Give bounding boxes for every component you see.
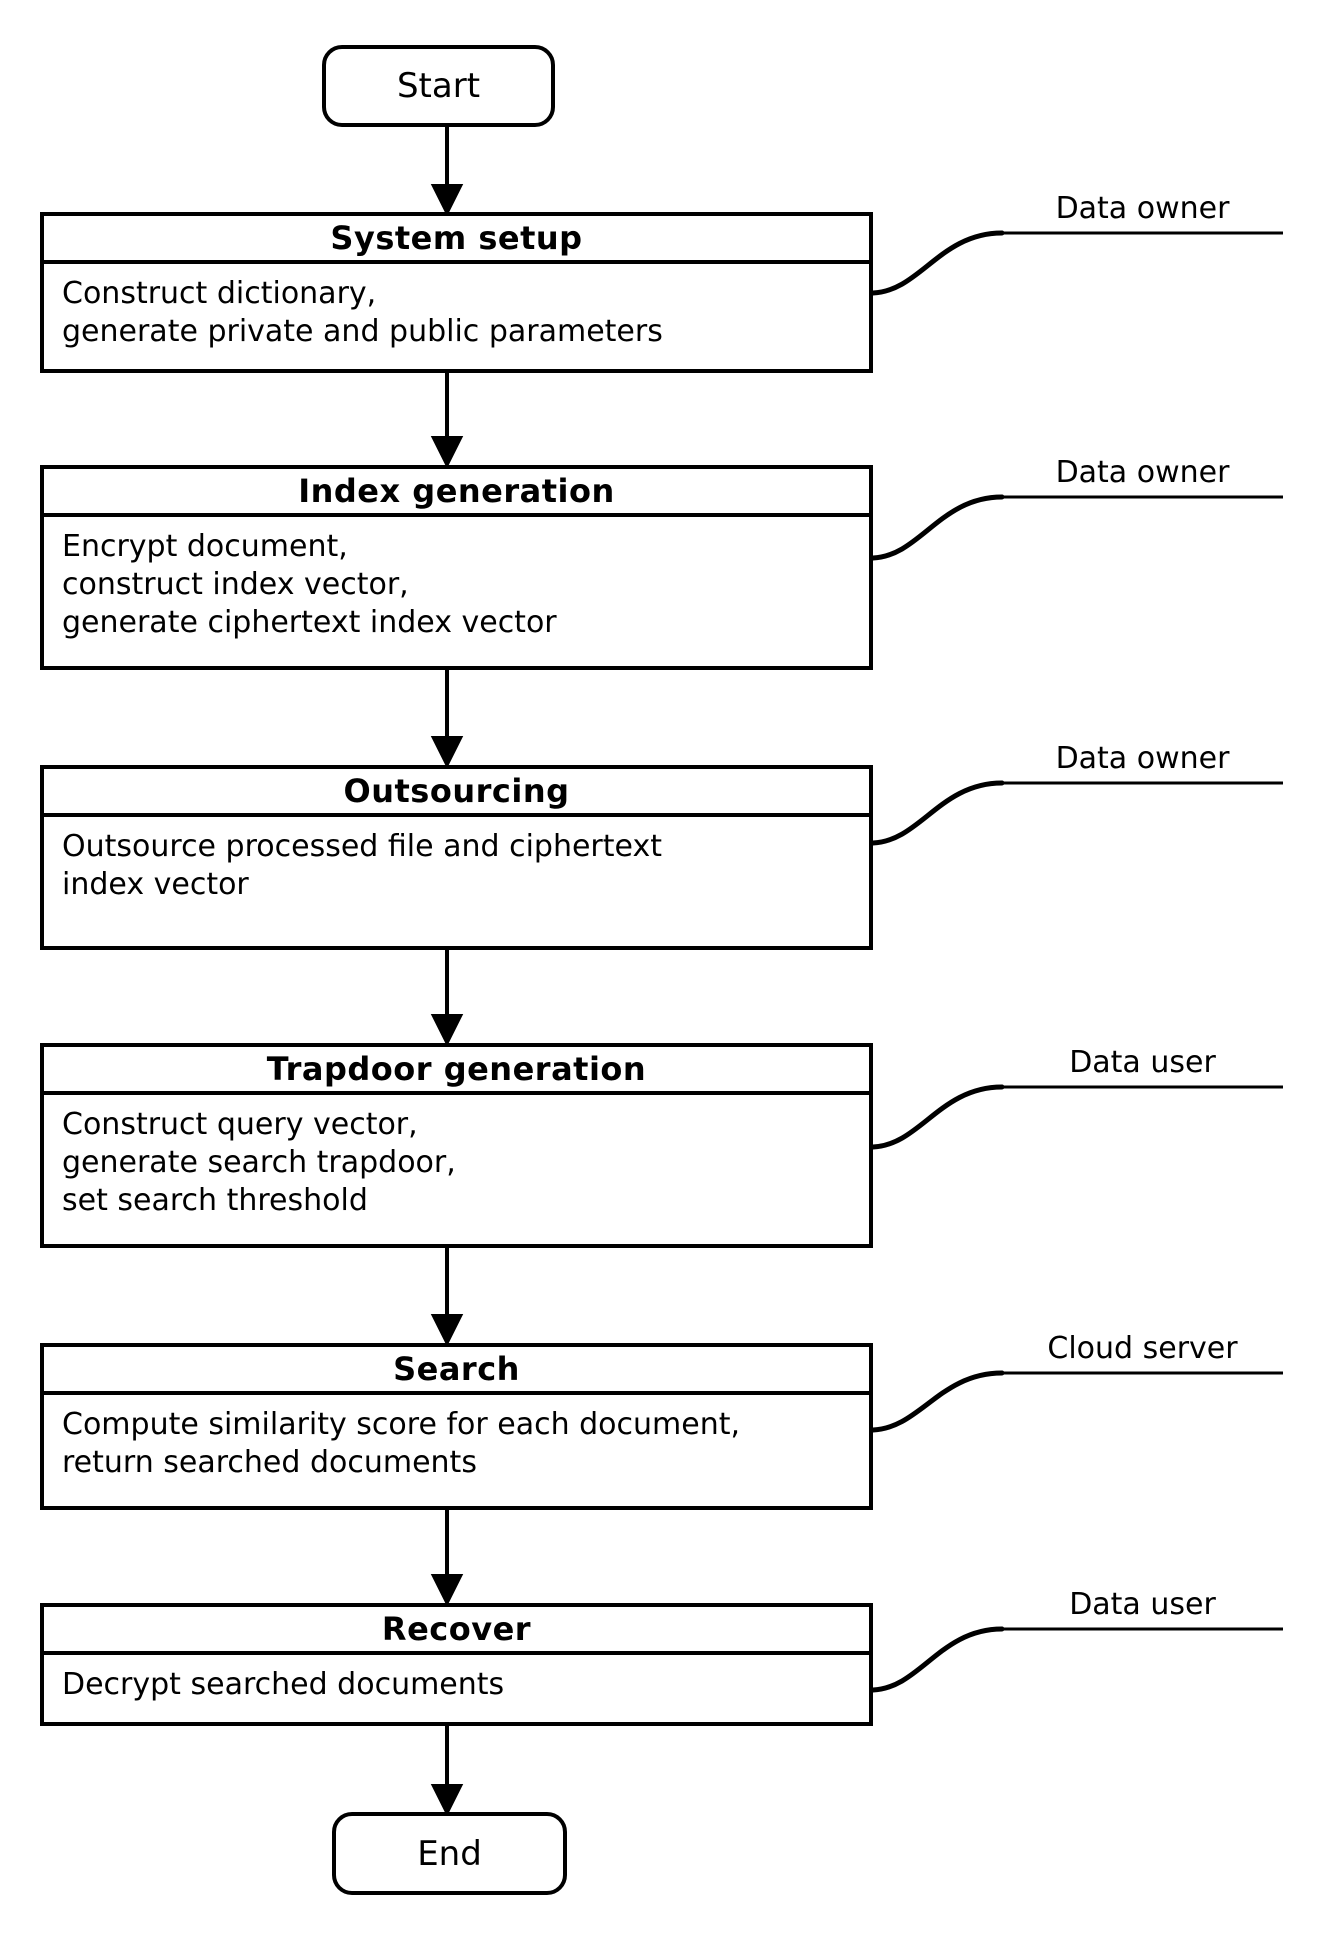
stage-title: Search (44, 1347, 869, 1395)
flow-arrowhead (430, 1014, 464, 1047)
stage-title: Outsourcing (44, 769, 869, 817)
flow-arrowhead (430, 436, 464, 469)
actor-label-data-owner-2: Data owner (1055, 455, 1230, 490)
callout-curve (870, 1626, 1005, 1693)
stage-search: Search Compute similarity score for each… (40, 1343, 873, 1510)
flow-arrowhead (430, 184, 464, 217)
actor-label-cloud-server: Cloud server (1047, 1331, 1238, 1366)
stage-index-generation: Index generation Encrypt document, const… (40, 465, 873, 670)
callout-curves (870, 230, 1005, 1693)
actor-label-data-owner-3: Data owner (1055, 741, 1230, 776)
stage-recover: Recover Decrypt searched documents (40, 1603, 873, 1726)
callout-curve (870, 1370, 1005, 1433)
stage-description: Outsource processed file and ciphertext … (62, 829, 662, 902)
actor-label-data-user-2: Data user (1069, 1587, 1216, 1622)
stage-description: Construct dictionary, generate private a… (62, 276, 663, 349)
callout-curve (870, 780, 1005, 846)
callout-curve (870, 1084, 1005, 1150)
flow-arrows (430, 127, 464, 1817)
stage-description: Compute similarity score for each docume… (62, 1407, 741, 1480)
stage-description: Encrypt document, construct index vector… (62, 529, 557, 640)
stage-description: Decrypt searched documents (62, 1667, 505, 1702)
stage-trapdoor-generation: Trapdoor generation Construct query vect… (40, 1043, 873, 1248)
callout-curve (870, 494, 1005, 561)
stage-title: Index generation (44, 469, 869, 517)
stage-title: Trapdoor generation (44, 1047, 869, 1095)
end-label: End (417, 1833, 482, 1874)
stage-title: System setup (44, 216, 869, 264)
stage-description: Construct query vector, generate search … (62, 1107, 456, 1218)
actor-underlines (1000, 231, 1283, 1631)
flow-arrowhead (430, 1574, 464, 1607)
actor-label-data-owner-1: Data owner (1055, 191, 1230, 226)
stage-system-setup: System setup Construct dictionary, gener… (40, 212, 873, 373)
actor-label-data-user-1: Data user (1069, 1045, 1216, 1080)
start-node: Start (322, 45, 555, 127)
end-node: End (332, 1812, 567, 1895)
stage-title: Recover (44, 1607, 869, 1655)
flow-arrowhead (430, 1784, 464, 1817)
start-label: Start (396, 66, 481, 106)
stage-outsourcing: Outsourcing Outsource processed file and… (40, 765, 873, 950)
flow-arrowhead (430, 1314, 464, 1347)
callout-curve (870, 230, 1005, 296)
flow-arrowhead (430, 736, 464, 769)
